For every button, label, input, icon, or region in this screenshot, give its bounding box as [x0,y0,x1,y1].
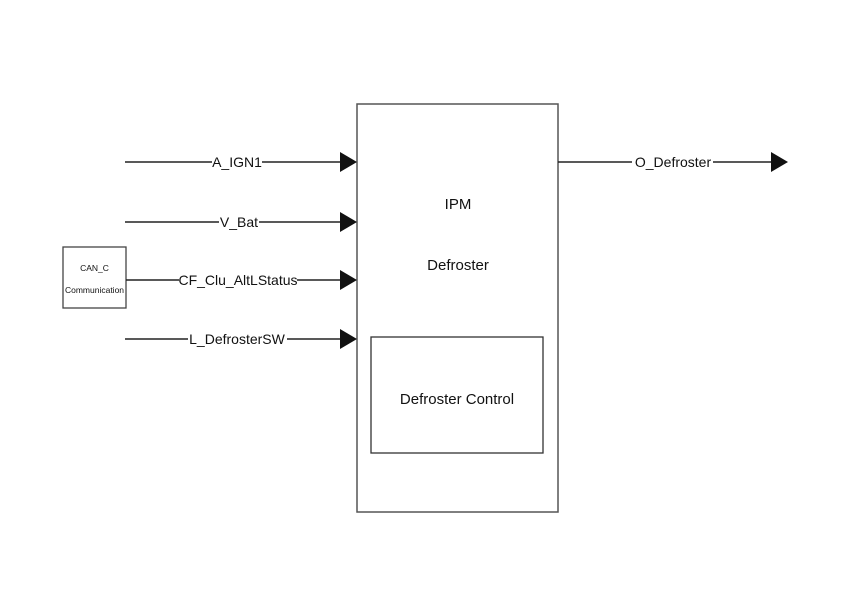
arrowhead-icon [340,329,357,349]
input-signal-v-bat: V_Bat [125,212,357,232]
signal-label: A_IGN1 [212,154,262,170]
signal-label: CF_Clu_AltLStatus [178,272,297,288]
arrowhead-icon [771,152,788,172]
signal-label: V_Bat [220,214,258,230]
arrowhead-icon [340,270,357,290]
signal-label: O_Defroster [635,154,712,170]
module-title: IPM [445,196,472,213]
signal-label: L_DefrosterSW [189,331,285,347]
defroster-control-label: Defroster Control [400,391,514,408]
can-c-label: CAN_C [80,263,109,273]
module-subtitle: Defroster [427,257,489,274]
can-c-communication-box [62,246,127,309]
defroster-control-box [370,336,544,454]
arrowhead-icon [340,212,357,232]
input-signal-cf-clu-altlstatus: CF_Clu_AltLStatus [126,270,357,290]
arrowhead-icon [340,152,357,172]
communication-label: Communication [65,285,124,295]
output-signal-o-defroster: O_Defroster [558,152,788,172]
input-signal-a-ign1: A_IGN1 [125,152,357,172]
input-signal-l-defrostersw: L_DefrosterSW [125,329,357,349]
